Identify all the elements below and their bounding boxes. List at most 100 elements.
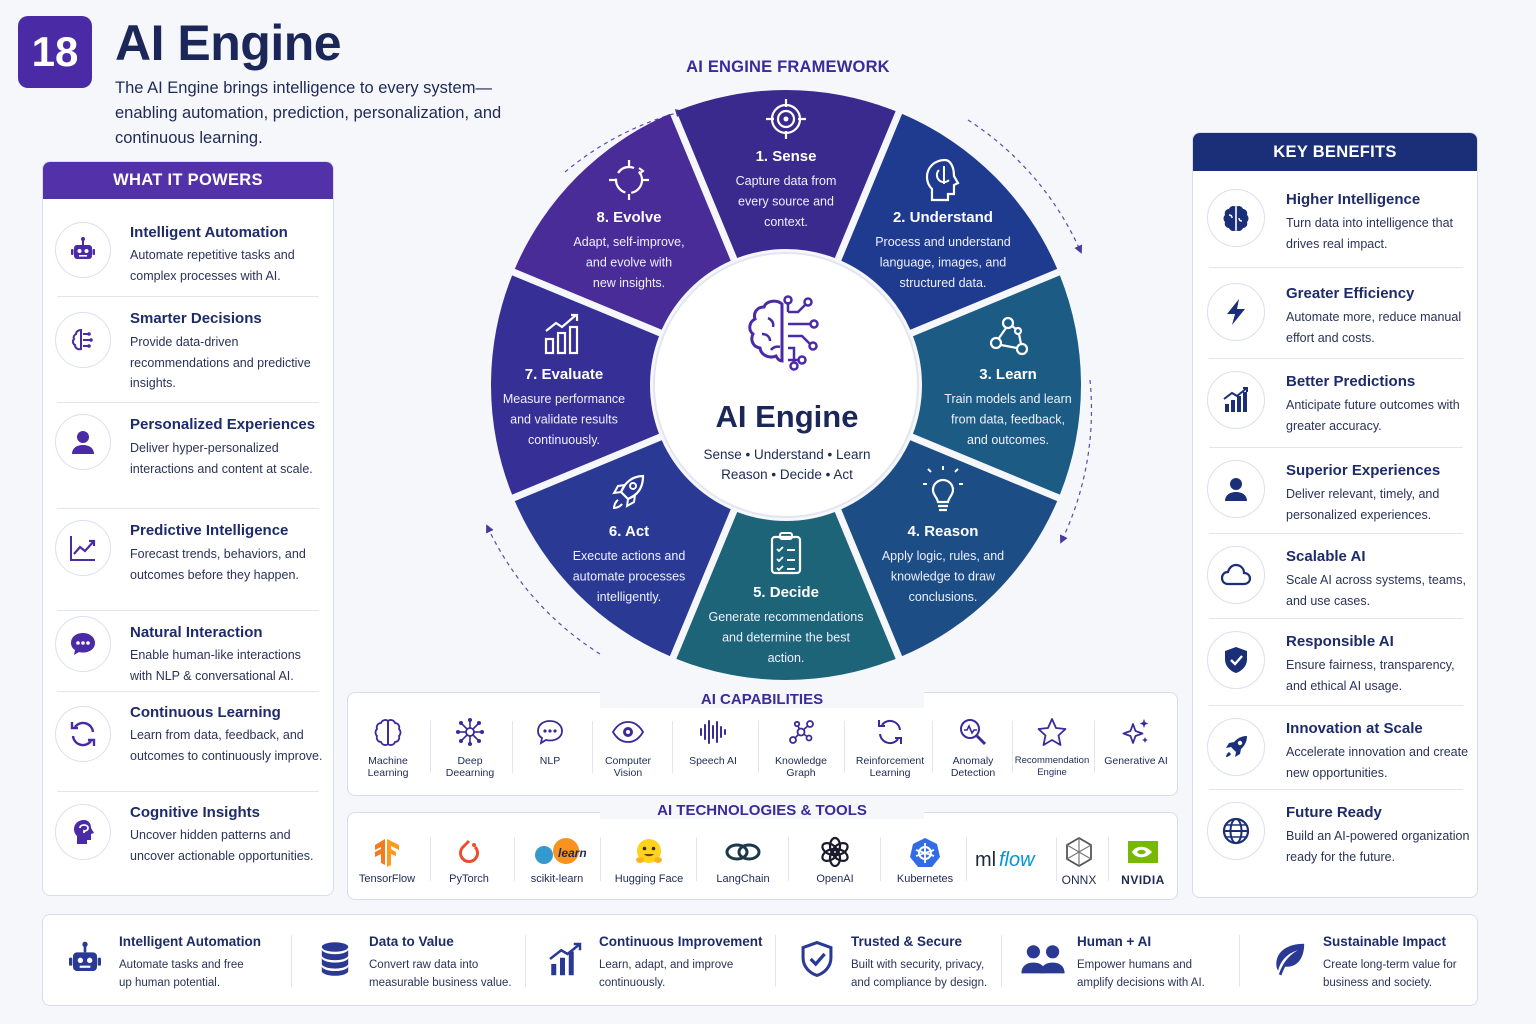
footer-strip: Intelligent Automation Automate tasks an… [42, 914, 1478, 1006]
tools-title: AI TECHNOLOGIES & TOOLS [600, 802, 924, 819]
footer-desc: Built with security, privacy, and compli… [851, 959, 988, 989]
benefit-desc: Accelerate innovation and create new opp… [1286, 745, 1469, 780]
leaf-icon [1265, 935, 1313, 983]
magnifier-icon [933, 715, 1013, 749]
step-title: 3. Learn [979, 366, 1037, 383]
benefit-title: Future Ready [1286, 804, 1382, 821]
tool-label: OpenAI [816, 873, 854, 885]
benefit-desc: Anticipate future outcomes with greater … [1286, 398, 1460, 433]
center-hub [653, 252, 919, 518]
nvidia-logo [1100, 835, 1186, 869]
star-icon [1012, 715, 1092, 749]
key-benefits-heading: KEY BENEFITS [1193, 133, 1477, 171]
section-number-badge: 18 [18, 16, 92, 88]
power-desc: Uncover hidden patterns and uncover acti… [130, 828, 314, 863]
step-title: 5. Decide [753, 584, 819, 601]
power-title: Continuous Learning [130, 704, 281, 721]
shield-icon [1207, 631, 1265, 689]
footer-desc: Empower humans and amplify decisions wit… [1077, 959, 1205, 989]
step-desc-line: action. [768, 651, 805, 665]
footer-title: Sustainable Impact [1323, 934, 1447, 949]
tool-scikit-learn: learn scikit-learn [514, 835, 600, 885]
step-desc-line: intelligently. [597, 590, 661, 604]
step-desc-line: new insights. [593, 276, 665, 290]
svg-text:ml: ml [975, 849, 996, 871]
tool-label: Kubernetes [896, 873, 954, 885]
tool-label: Hugging Face [614, 873, 684, 885]
tool-label: NVIDIA [1121, 873, 1165, 887]
capabilities-title: AI CAPABILITIES [600, 691, 924, 708]
power-title: Natural Interaction [130, 624, 263, 641]
step-title: 4. Reason [908, 523, 979, 540]
capability-label: Speech AI [689, 755, 737, 767]
bar-chart-icon [1207, 371, 1265, 429]
footer-title: Human + AI [1077, 934, 1152, 949]
head-icon [55, 804, 111, 860]
benefit-title: Superior Experiences [1286, 462, 1441, 479]
footer-item: Continuous Improvement Learn, adapt, and… [541, 915, 771, 1007]
framework-segment [841, 440, 1058, 657]
tool-nvidia: NVIDIA [1100, 835, 1186, 887]
step-title: 2. Understand [893, 209, 993, 226]
tool-kubernetes: Kubernetes [882, 835, 968, 885]
rocket-icon [612, 474, 645, 509]
step-desc-line: and evolve with [586, 256, 672, 270]
user-icon [55, 414, 111, 470]
checklist-icon [770, 532, 802, 575]
power-title: Smarter Decisions [130, 310, 262, 327]
framework-segment [514, 113, 731, 330]
benefit-title: Innovation at Scale [1286, 720, 1423, 737]
step-desc-line: and outcomes. [967, 433, 1049, 447]
step-title: 8. Evolve [596, 209, 661, 226]
tool-label: ONNX [1061, 873, 1097, 887]
svg-text:learn: learn [558, 846, 586, 860]
power-desc: Deliver hyper-personalized interactions … [130, 441, 313, 476]
framework-segment [676, 511, 896, 680]
step-desc-line: Execute actions and [573, 549, 686, 563]
step-desc-line: conclusions. [909, 590, 978, 604]
onnx-logo [1036, 835, 1122, 869]
power-desc: Forecast trends, behaviors, and outcomes… [130, 547, 306, 582]
power-title: Predictive Intelligence [130, 522, 289, 539]
benefit-title: Responsible AI [1286, 633, 1394, 650]
step-desc-line: Capture data from [736, 174, 837, 188]
step-title: 7. Evaluate [525, 366, 603, 383]
footer-desc: Convert raw data into measurable busines… [369, 959, 512, 989]
power-desc: Automate repetitive tasks and complex pr… [130, 248, 295, 283]
step-desc-line: Generate recommendations [709, 610, 864, 624]
footer-desc: Learn, adapt, and improve continuously. [599, 959, 734, 989]
globe-icon [1207, 802, 1265, 860]
tool-openai: OpenAI [792, 835, 878, 885]
footer-item: Human + AI Empower humans and amplify de… [1019, 915, 1249, 1007]
sparkle-icon [1096, 715, 1176, 749]
footer-item: Trusted & Secure Built with security, pr… [793, 915, 1023, 1007]
center-line-1: Sense • Understand • Learn [703, 447, 870, 462]
benefit-title: Better Predictions [1286, 373, 1416, 390]
step-desc-line: knowledge to draw [891, 569, 996, 583]
eye-icon [588, 715, 668, 749]
tool-pytorch: PyTorch [426, 835, 512, 885]
lightning-icon [1207, 283, 1265, 341]
chat-icon [55, 616, 111, 672]
page-title: AI Engine [115, 15, 342, 71]
cycle-arrow [564, 109, 685, 173]
cycle-arrow [486, 524, 601, 655]
neural-icon [430, 715, 510, 749]
kubernetes-logo [882, 835, 968, 869]
openai-logo [792, 835, 878, 869]
step-desc-line: from data, feedback, [951, 413, 1065, 427]
power-desc: Learn from data, feedback, and outcomes … [130, 728, 323, 763]
step-desc-line: structured data. [900, 276, 987, 290]
